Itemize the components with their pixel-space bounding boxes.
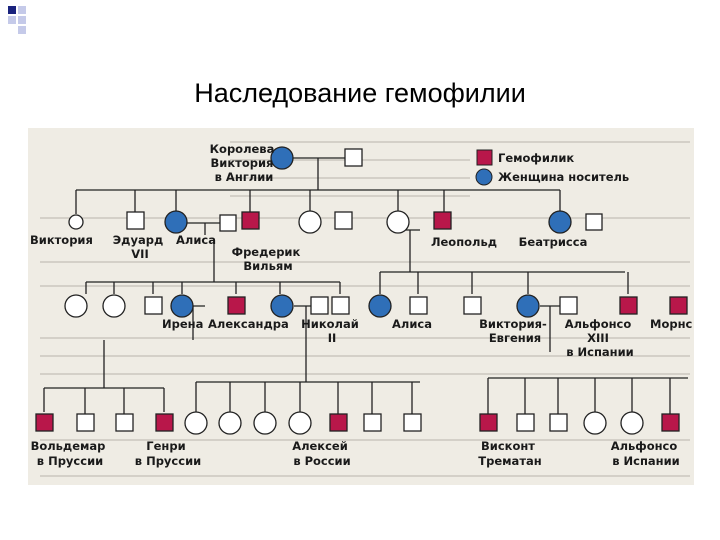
queen-victoria-label: Королева Виктория в Англии [210, 142, 279, 184]
gen4-male-symbol-3 [363, 413, 382, 432]
albert-male-symbol [344, 148, 363, 167]
gen2-female-symbol-1 [298, 210, 322, 234]
irene-label: Ирена [162, 317, 203, 331]
gen4-male-symbol-5 [516, 413, 535, 432]
irene-carrier-symbol [170, 294, 194, 318]
gen3-male-symbol-3 [463, 296, 482, 315]
helena-female-symbol [386, 210, 410, 234]
gen3-female-symbol-1 [64, 294, 88, 318]
legend-carrier-swatch [475, 168, 493, 186]
nicholas-male-symbol [310, 296, 329, 315]
waldemar-label: Вольдемар в Пруссии [31, 439, 110, 468]
alice2-label: Алиса [392, 317, 432, 331]
viscount-label: Висконт Трематан [478, 439, 541, 468]
viscount-affected-symbol [479, 413, 498, 432]
alexei-affected-symbol [329, 413, 348, 432]
legend-affected-male-label: Гемофилик [498, 151, 574, 165]
pedigree-figure: Королева Виктория в Англии Гемофилик Жен… [28, 128, 694, 485]
alexandra-label: Александра [208, 317, 289, 331]
friedrich-affected-symbol [227, 296, 246, 315]
deco-square-dark [8, 6, 16, 14]
slide-title: Наследование гемофилии [194, 78, 526, 108]
heinrich-male-symbol [144, 296, 163, 315]
deco-square-light-2 [8, 16, 16, 24]
alfonso-spain-affected-symbol [661, 413, 680, 432]
henry-prussia-label: Генри в Пруссии [135, 439, 201, 468]
gen3-female-symbol-2 [102, 294, 126, 318]
gen3-male-symbol-1 [331, 296, 350, 315]
edward-male-symbol [126, 211, 145, 230]
nicholas-label: Николай II [301, 317, 363, 345]
victoria-eugenie-carrier-symbol [516, 294, 540, 318]
leopold-battenberg-affected-symbol [619, 296, 638, 315]
queen-victoria-carrier-symbol [270, 146, 294, 170]
leopold-affected-symbol [433, 211, 452, 230]
frederick-label: Фредерик Вильям [232, 245, 305, 273]
frederick-affected-symbol [241, 211, 260, 230]
henry-prussia-affected-symbol [155, 413, 174, 432]
tatiana-symbol [218, 411, 242, 435]
maria-symbol [253, 411, 277, 435]
edward-label: Эдуард VII [113, 233, 168, 261]
alfonso-spain-label: Альфонсо в Испании [611, 439, 682, 468]
gen4-female-symbol-2 [620, 411, 644, 435]
waldemar-affected-symbol [35, 413, 54, 432]
anastasia-symbol [288, 411, 312, 435]
alice-carrier-symbol [164, 210, 188, 234]
alfonso13-male-symbol [559, 296, 578, 315]
olga-symbol [184, 411, 208, 435]
morne-label: Морнс [650, 317, 693, 331]
legend-affected-male-swatch [476, 149, 493, 166]
deco-square-light [18, 6, 26, 14]
ludwig-male-symbol [219, 214, 237, 232]
slide-corner-decoration [8, 6, 26, 34]
victoria-eugenie-label: Виктория- Евгения [479, 317, 551, 345]
leopold-label: Леопольд [431, 235, 497, 249]
maurice-affected-symbol [669, 296, 688, 315]
deco-square-light-4 [18, 26, 26, 34]
pedigree-connectors [43, 157, 688, 414]
deco-square-light-3 [18, 16, 26, 24]
gen4-male-symbol-4 [403, 413, 422, 432]
gen4-male-symbol-1 [76, 413, 95, 432]
alexei-label: Алексей в России [292, 439, 352, 468]
alice-label: Алиса [176, 233, 216, 247]
henry-battenberg-symbol [585, 213, 603, 231]
gen4-female-symbol-1 [583, 411, 607, 435]
background-text-lines [40, 141, 690, 477]
beatrice-label: Беатрисса [519, 235, 588, 249]
alfonso13-label: Альфонсо XIII в Испании [565, 317, 636, 359]
legend-carrier-label: Женщина носитель [498, 170, 629, 184]
gen2-male-symbol-1 [334, 211, 353, 230]
alice2-carrier-symbol [368, 294, 392, 318]
gen4-male-symbol-6 [549, 413, 568, 432]
gen4-male-symbol-2 [115, 413, 134, 432]
victoria-female-symbol [68, 214, 84, 230]
victoria-label: Виктория [30, 233, 93, 247]
beatrice-carrier-symbol [548, 210, 572, 234]
pedigree-chart: Королева Виктория в Англии Гемофилик Жен… [30, 141, 693, 477]
gen3-male-symbol-2 [409, 296, 428, 315]
alexandra-carrier-symbol [270, 294, 294, 318]
